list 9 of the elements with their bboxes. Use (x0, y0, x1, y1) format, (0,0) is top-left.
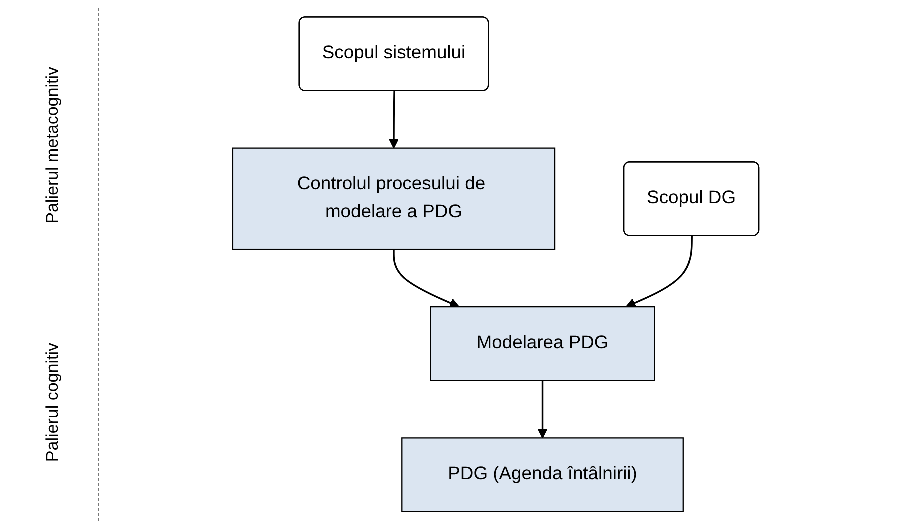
node-box: Controlul procesului de modelare a PDG (232, 148, 556, 250)
arrow (393, 250, 460, 308)
node-box: Modelarea PDG (430, 306, 656, 382)
arrow (538, 380, 548, 439)
level-label: Palierul cognitiv (43, 342, 63, 462)
arrow (388, 91, 400, 149)
node-box: PDG (Agenda întâlnirii) (402, 438, 684, 512)
level-label: Palierul metacognitiv (43, 67, 63, 224)
arrow (626, 236, 693, 308)
